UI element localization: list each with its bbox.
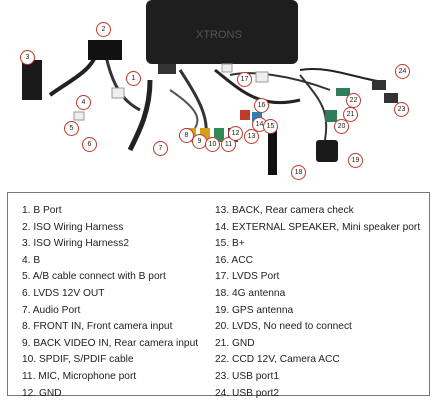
cable bbox=[229, 72, 331, 91]
callout-marker: 12 bbox=[228, 126, 243, 141]
connector-white bbox=[73, 111, 85, 121]
legend-item: 5. A/B cable connect with B port bbox=[22, 271, 166, 283]
legend-item: 15. B+ bbox=[215, 238, 245, 250]
cable bbox=[127, 79, 153, 152]
connector-white bbox=[221, 63, 233, 73]
gps-antenna bbox=[316, 140, 338, 162]
callout-marker: 24 bbox=[395, 64, 410, 79]
callout-marker: 18 bbox=[291, 165, 306, 180]
connector-green bbox=[325, 110, 337, 122]
callout-marker: 23 bbox=[394, 102, 409, 117]
connector-b-port bbox=[88, 40, 122, 60]
callout-marker: 13 bbox=[244, 129, 259, 144]
legend-box: 1. B Port 2. ISO Wiring Harness 3. ISO W… bbox=[7, 192, 430, 399]
callout-marker: 19 bbox=[348, 153, 363, 168]
legend-item: 14. EXTERNAL SPEAKER, Mini speaker port bbox=[215, 221, 421, 233]
rca-red bbox=[240, 110, 250, 120]
legend-item: 24. USB port2 bbox=[215, 387, 279, 399]
legend-item: 10. SPDIF, S/PDIF cable bbox=[22, 354, 134, 366]
legend-item: 1. B Port bbox=[22, 205, 62, 216]
callout-marker: 10 bbox=[205, 137, 220, 152]
rca-green bbox=[214, 128, 224, 142]
cable bbox=[299, 74, 328, 141]
callout-marker: 2 bbox=[96, 22, 111, 37]
legend-column-left: 1. B Port 2. ISO Wiring Harness 3. ISO W… bbox=[22, 203, 198, 402]
legend-item: 7. Audio Port bbox=[22, 304, 81, 316]
legend-item: 6. LVDS 12V OUT bbox=[22, 287, 105, 299]
callout-marker: 6 bbox=[82, 137, 97, 152]
callout-marker: 1 bbox=[126, 71, 141, 86]
legend-item: 18. 4G antenna bbox=[215, 287, 286, 299]
callout-marker: 16 bbox=[254, 98, 269, 113]
legend-item: 4. B bbox=[22, 254, 41, 266]
usb-connector bbox=[384, 93, 398, 103]
legend-item: 9. BACK VIDEO IN, Rear camera input bbox=[22, 337, 199, 349]
callout-marker: 21 bbox=[343, 107, 358, 122]
callout-marker: 20 bbox=[334, 119, 349, 134]
watermark-text: XTRONS bbox=[196, 29, 242, 41]
connector-green bbox=[336, 88, 350, 96]
head-unit-image bbox=[146, 0, 298, 64]
legend-item: 12. GND bbox=[22, 387, 62, 399]
legend-item: 8. FRONT IN, Front camera input bbox=[22, 321, 173, 333]
antenna-4g bbox=[268, 125, 277, 175]
callout-marker: 22 bbox=[346, 93, 361, 108]
product-photo: XTRONS 1 2 3 4 5 6 7 8 9 10 1 bbox=[0, 0, 437, 192]
connector-white bbox=[111, 87, 125, 99]
cable bbox=[169, 89, 199, 129]
legend-item: 22. CCD 12V, Camera ACC bbox=[215, 354, 340, 366]
legend-item: 11. MIC, Microphone port bbox=[22, 370, 137, 382]
legend-item: 23. USB port1 bbox=[215, 370, 279, 382]
legend-item: 16. ACC bbox=[215, 254, 253, 266]
callout-marker: 7 bbox=[153, 141, 168, 156]
connector-iso-harness bbox=[22, 60, 42, 100]
connector-white bbox=[255, 71, 269, 83]
legend-item: 19. GPS antenna bbox=[215, 304, 294, 316]
usb-connector bbox=[372, 80, 386, 90]
legend-item: 21. GND bbox=[215, 337, 255, 349]
rca-yellow bbox=[200, 128, 210, 142]
legend-item: 17. LVDS Port bbox=[215, 271, 280, 283]
callout-marker: 15 bbox=[263, 119, 278, 134]
legend-item: 20. LVDS, No need to connect bbox=[215, 321, 352, 333]
legend-item: 3. ISO Wiring Harness2 bbox=[22, 238, 130, 250]
harness-illustration: XTRONS bbox=[22, 0, 398, 175]
legend-column-right: 13. BACK, Rear camera check 14. EXTERNAL… bbox=[215, 203, 420, 402]
legend-item: 13. BACK, Rear camera check bbox=[215, 205, 354, 216]
legend-item: 2. ISO Wiring Harness bbox=[22, 221, 124, 233]
callout-marker: 17 bbox=[237, 72, 252, 87]
callout-marker: 4 bbox=[76, 95, 91, 110]
callout-marker: 3 bbox=[20, 50, 35, 65]
head-unit-mount bbox=[158, 64, 176, 74]
cable bbox=[214, 68, 301, 105]
callout-marker: 5 bbox=[64, 121, 79, 136]
